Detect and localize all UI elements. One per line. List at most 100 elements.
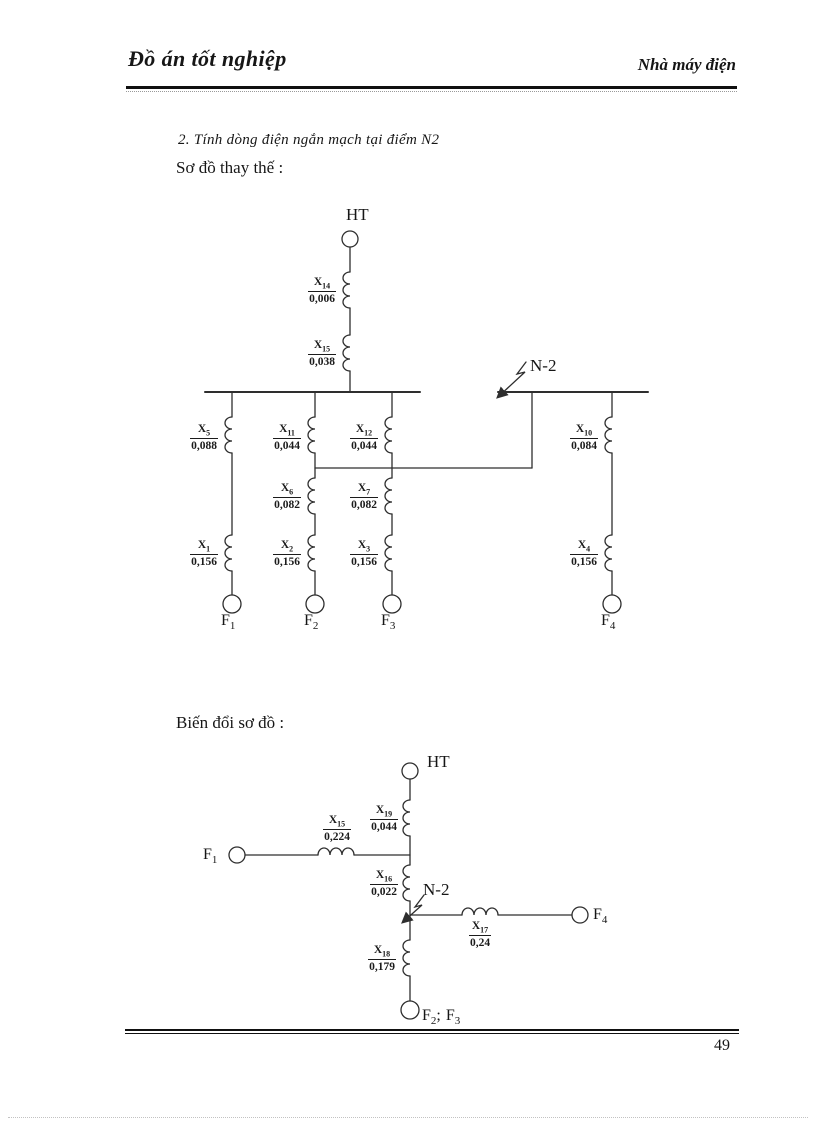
- page-number: 49: [714, 1037, 730, 1054]
- reactance-label-x15: X15 0,038: [302, 339, 342, 369]
- reactance-label-x19: X19 0,044: [364, 804, 404, 834]
- system-node-ht: [341, 230, 359, 248]
- reactance-value: 0,082: [273, 497, 301, 511]
- reactance-subscript: 17: [480, 925, 489, 935]
- reactance-symbol: X7: [357, 482, 371, 497]
- inductor-x3: [384, 534, 393, 572]
- reactance-subscript: 16: [384, 874, 393, 884]
- reactance-label-x5: X5 0,088: [184, 423, 224, 453]
- reactance-value: 0,044: [273, 438, 301, 452]
- section-heading: 2. Tính dòng điện ngắn mạch tại điểm N2: [178, 132, 440, 148]
- reactance-symbol: X11: [279, 423, 295, 438]
- reactance-symbol: X14: [313, 276, 331, 291]
- reactance-symbol: X16: [375, 869, 393, 884]
- system-label-ht: HT: [346, 205, 369, 224]
- fault-label-n2: N-2: [423, 880, 450, 899]
- reactance-symbol: X1: [197, 539, 211, 554]
- reactance-value: 0,156: [570, 554, 598, 568]
- inductor-x2: [307, 534, 316, 572]
- generator-label-f1: F1: [221, 612, 236, 633]
- generator-node-f23: [400, 1000, 420, 1020]
- reactance-subscript: 11: [287, 428, 295, 438]
- reactance-label-x12: X12 0,044: [344, 423, 384, 453]
- inductor-x19: [402, 799, 411, 837]
- inductor-x17: [461, 907, 499, 916]
- inductor-x12: [384, 416, 393, 454]
- reactance-value: 0,156: [273, 554, 301, 568]
- generator-node-f4: [571, 906, 589, 924]
- inductor-x14: [342, 271, 351, 309]
- inductor-x15: [342, 334, 351, 372]
- reactance-label-x18: X18 0,179: [362, 944, 402, 974]
- diagram2-caption: Biến đổi sơ đồ :: [176, 713, 285, 732]
- inductor-x15b: [317, 847, 355, 856]
- fault-label-n2: N-2: [530, 356, 557, 375]
- generator-label-f4: F4: [601, 612, 616, 633]
- reactance-subscript: 1: [206, 544, 211, 554]
- reactance-symbol: X19: [375, 804, 393, 819]
- reactance-label-x4: X4 0,156: [564, 539, 604, 569]
- reactance-subscript: 15: [322, 344, 331, 354]
- reactance-label-x3: X3 0,156: [344, 539, 384, 569]
- inductor-x7: [384, 477, 393, 515]
- reactance-label-x1: X1 0,156: [184, 539, 224, 569]
- reactance-value: 0,044: [370, 819, 398, 833]
- reactance-symbol: X17: [471, 920, 489, 935]
- reactance-subscript: 3: [366, 544, 371, 554]
- reactance-value: 0,156: [190, 554, 218, 568]
- reactance-subscript: 10: [584, 428, 593, 438]
- reactance-symbol: X2: [280, 539, 294, 554]
- fault-lightning-arrow: [496, 361, 527, 399]
- generator-label-f4: F4: [593, 906, 608, 927]
- reactance-symbol: X12: [355, 423, 373, 438]
- reactance-subscript: 19: [384, 809, 393, 819]
- reactance-label-x6: X6 0,082: [267, 482, 307, 512]
- reactance-subscript: 18: [382, 949, 391, 959]
- reactance-label-x2: X2 0,156: [267, 539, 307, 569]
- reactance-value: 0,006: [308, 291, 336, 305]
- reactance-symbol: X18: [373, 944, 391, 959]
- reactance-subscript: 4: [586, 544, 591, 554]
- diagram1-wires: [204, 230, 649, 614]
- generator-label-f1: F1: [203, 846, 218, 867]
- generator-label-f3: F3: [381, 612, 396, 633]
- generator-node-f3: [382, 594, 402, 614]
- diagram1-caption: Sơ đồ thay thế :: [176, 158, 284, 177]
- reactance-value: 0,179: [368, 959, 396, 973]
- reactance-subscript: 14: [322, 281, 331, 291]
- separator: ;: [436, 1007, 441, 1024]
- reactance-symbol: X5: [197, 423, 211, 438]
- fault-lightning-arrow: [401, 894, 425, 924]
- reactance-value: 0,088: [190, 438, 218, 452]
- reactance-subscript: 7: [366, 487, 371, 497]
- inductor-x5: [224, 416, 233, 454]
- system-node-ht: [401, 762, 419, 780]
- inductor-x18: [402, 939, 411, 977]
- inductor-x1: [224, 534, 233, 572]
- generator-node-f2: [305, 594, 325, 614]
- reactance-value: 0,224: [323, 829, 351, 843]
- reactance-symbol: X15: [328, 814, 346, 829]
- reactance-subscript: 2: [289, 544, 294, 554]
- reactance-symbol: X4: [577, 539, 591, 554]
- bottom-dotted-line: [8, 1117, 808, 1118]
- reactance-value: 0,038: [308, 354, 336, 368]
- reactance-label-x14: X14 0,006: [302, 276, 342, 306]
- reactance-symbol: X10: [575, 423, 593, 438]
- reactance-label-x17: X17 0,24: [460, 920, 500, 950]
- reactance-symbol: X3: [357, 539, 371, 554]
- reactance-subscript: 15: [337, 819, 346, 829]
- diagram2-wires: [228, 762, 589, 1020]
- reactance-label-x15: X15 0,224: [317, 814, 357, 844]
- generator-node-f1: [222, 594, 242, 614]
- generator-node-f1: [228, 846, 246, 864]
- reactance-label-x7: X7 0,082: [344, 482, 384, 512]
- system-label-ht: HT: [427, 752, 450, 771]
- reactance-label-x10: X10 0,084: [564, 423, 604, 453]
- inductor-x11: [307, 416, 316, 454]
- footer-rule: [125, 1029, 739, 1034]
- reactance-value: 0,022: [370, 884, 398, 898]
- generator-label-f2-f3: F2;F3: [422, 1007, 461, 1028]
- header-rule: [126, 86, 737, 92]
